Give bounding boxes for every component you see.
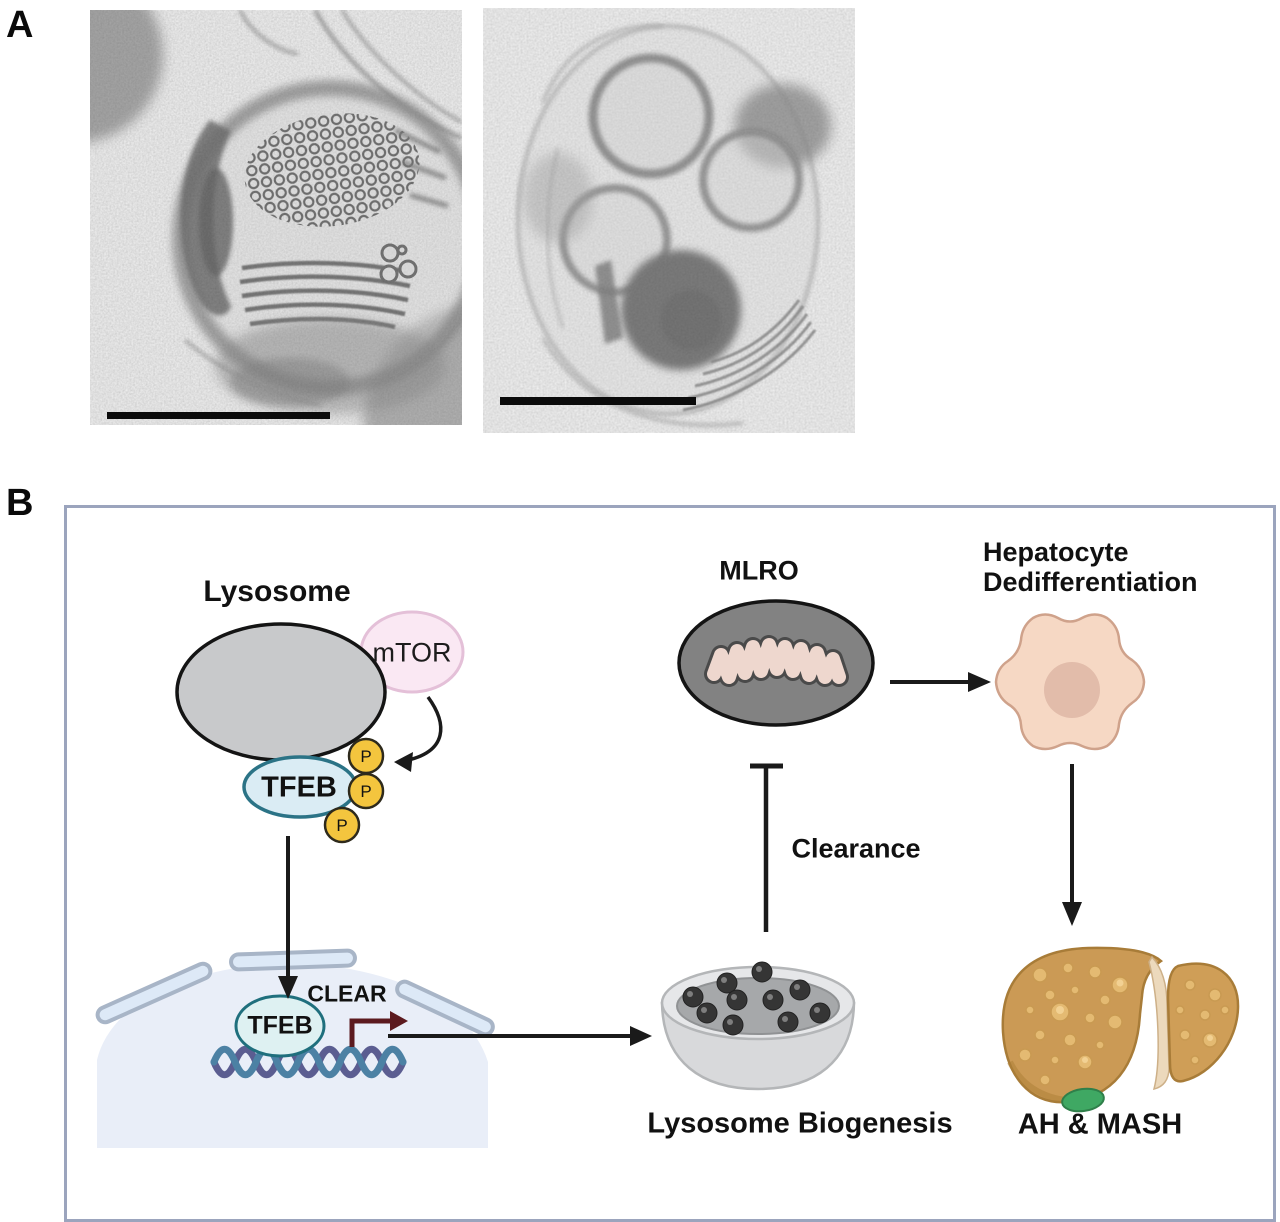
arrow-mtor-to-phosphate xyxy=(394,695,443,772)
em1-scale-bar xyxy=(107,412,330,419)
lysosome-bowl-icon xyxy=(660,961,856,1091)
clear-label: CLEAR xyxy=(307,980,387,1007)
gallbladder-icon xyxy=(1061,1087,1105,1113)
phosphate-label-1: P xyxy=(360,747,372,766)
liver-fat-spots xyxy=(1018,962,1230,1086)
nuclear-membrane-segments xyxy=(95,948,495,1037)
phosphate-circles xyxy=(323,737,385,844)
promoter-arrow-icon xyxy=(349,1011,408,1047)
liver-right-lobe xyxy=(1166,962,1240,1083)
clearance-label: Clearance xyxy=(791,833,921,864)
em2-scale-bar xyxy=(500,397,696,405)
hepatocyte-cell-icon xyxy=(994,613,1146,751)
hepatocyte-dedifferentiation-label: Hepatocyte Dedifferentiation xyxy=(983,537,1198,597)
liver-ligament xyxy=(1148,955,1170,1090)
arrow-hepatocyte-to-liver xyxy=(1062,764,1082,926)
liver-icon xyxy=(1001,946,1240,1113)
arrow-gene-to-biogenesis xyxy=(388,1026,652,1046)
inhibition-bar-icon xyxy=(750,763,783,932)
hepatocyte-label-line1: Hepatocyte xyxy=(983,537,1129,567)
phosphate-label-2: P xyxy=(360,782,372,801)
panel-a-label: A xyxy=(6,4,34,46)
lysosome-biogenesis-label: Lysosome Biogenesis xyxy=(647,1107,953,1140)
arrow-tfeb-to-nucleus xyxy=(278,836,298,999)
electron-micrograph-1 xyxy=(90,10,462,425)
mlro-mitochondria-icon xyxy=(677,599,875,727)
liver-left-lobe xyxy=(1001,946,1164,1104)
hepatocyte-nucleus xyxy=(1044,662,1100,718)
ah-mash-label: AH & MASH xyxy=(1017,1108,1183,1141)
tfeb-cytoplasm-label: TFEB xyxy=(261,771,337,804)
hepatocyte-label-line2: Dedifferentiation xyxy=(983,567,1198,597)
tfeb-nucleus-shape xyxy=(234,994,326,1058)
lysosome-label: Lysosome xyxy=(203,575,351,608)
arrow-mlro-to-hepatocyte xyxy=(890,672,991,692)
tfeb-nucleus-label: TFEB xyxy=(247,1011,313,1040)
lysosome-shape xyxy=(175,622,387,762)
phosphate-label-3: P xyxy=(336,816,348,835)
mtor-label: mTOR xyxy=(372,637,452,668)
mlro-label: MLRO xyxy=(719,555,799,586)
electron-micrograph-2 xyxy=(483,8,855,433)
lysosome-spheres xyxy=(682,961,831,1036)
panel-b-label: B xyxy=(6,482,34,524)
